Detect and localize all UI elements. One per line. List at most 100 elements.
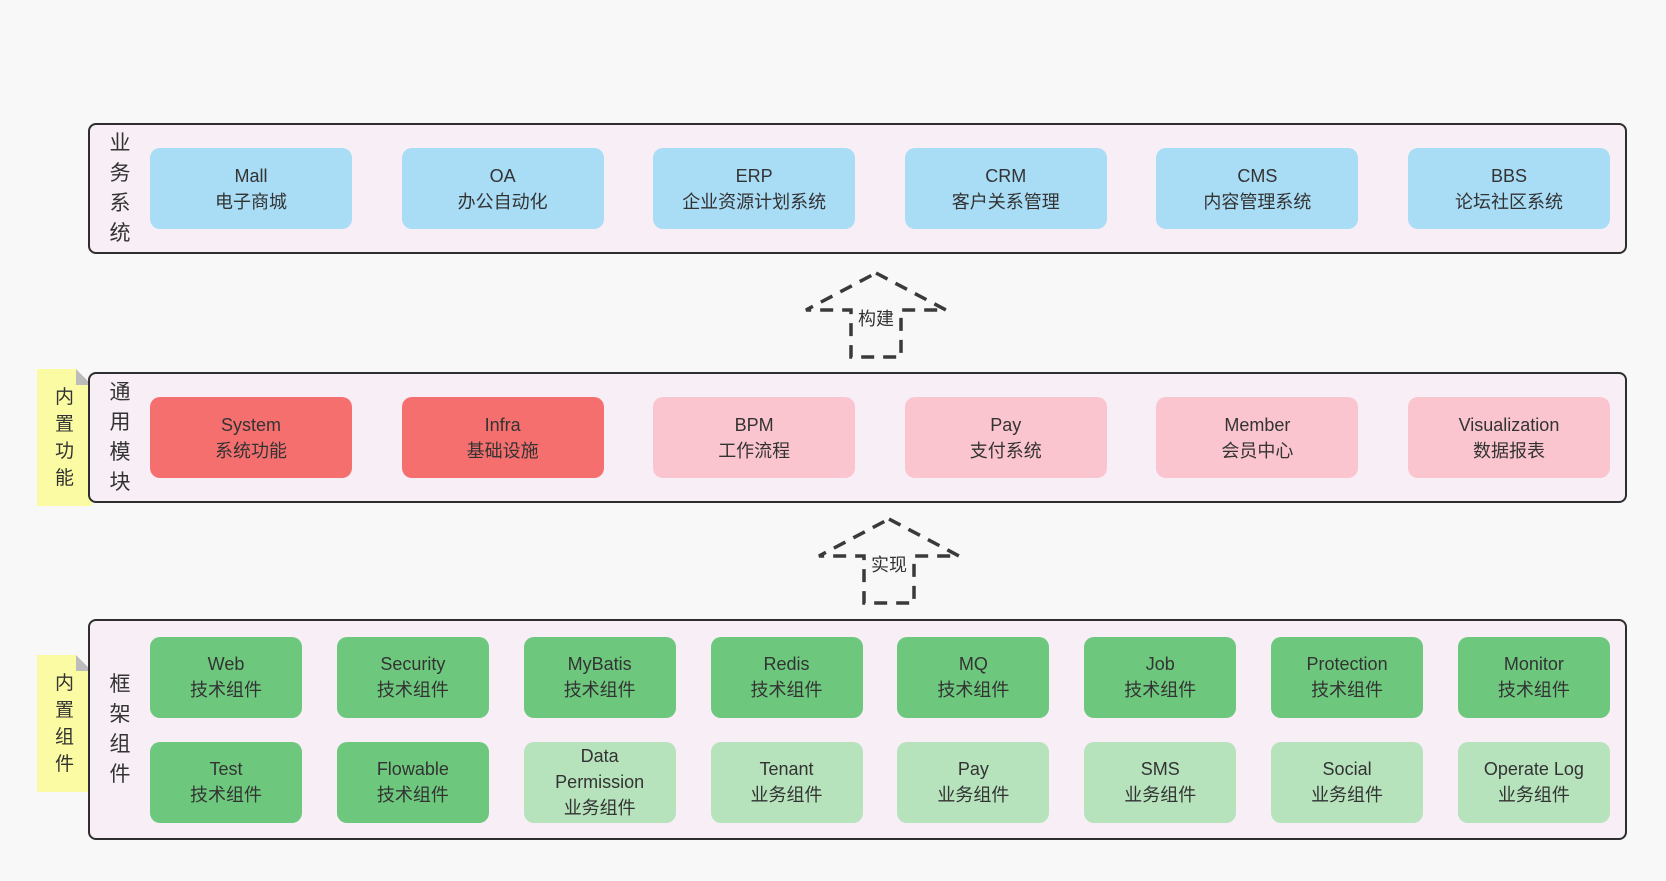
box-subtitle: 技术组件 (750, 680, 823, 700)
business-systems-row: Mall 电子商城 OA 办公自动化 ERP 企业资源计划系统 CRM 客户关系… (150, 148, 1610, 229)
box-title: System (220, 414, 281, 435)
arrow-up-implement: 实现 (818, 517, 960, 605)
box-subtitle: 电子商城 (215, 191, 287, 212)
framework-components-row-1: Web 技术组件 Security 技术组件 MyBatis 技术组件 Redi… (150, 636, 1610, 718)
box-subtitle: 支付系统 (969, 440, 1042, 461)
section-label: 通用模块 (109, 380, 131, 494)
box-tenant: Tenant 业务组件 (710, 741, 863, 823)
box-crm: CRM 客户关系管理 (904, 148, 1107, 229)
box-subtitle: 系统功能 (215, 440, 287, 461)
box-title: Web (207, 654, 245, 674)
box-title: Tenant (759, 759, 814, 779)
box-title: ERP (735, 165, 773, 186)
arrow-label: 实现 (868, 551, 910, 577)
box-subtitle: 数据报表 (1472, 440, 1545, 461)
box-erp: ERP 企业资源计划系统 (653, 148, 856, 229)
box-title: Social (1322, 759, 1372, 779)
section-label-rail: 框架组件 (90, 621, 150, 838)
box-subtitle: 业务组件 (750, 785, 823, 805)
box-monitor: Monitor 技术组件 (1457, 636, 1610, 718)
box-sms: SMS 业务组件 (1084, 741, 1237, 823)
box-subtitle: 业务组件 (937, 785, 1010, 805)
box-subtitle: 基础设施 (466, 440, 539, 461)
box-mq: MQ 技术组件 (897, 636, 1050, 718)
box-title: BBS (1490, 165, 1527, 186)
framework-components-row-2: Test 技术组件 Flowable 技术组件 Data Permission … (150, 741, 1610, 823)
box-subtitle: 业务组件 (1311, 785, 1384, 805)
sticky-note-label: 内置功能 (54, 386, 74, 489)
box-title: Protection (1306, 654, 1388, 674)
box-title: Infra (484, 414, 521, 435)
box-title: Mall (234, 165, 268, 186)
box-social: Social 业务组件 (1271, 741, 1424, 823)
box-subtitle: 企业资源计划系统 (682, 191, 827, 212)
box-title: SMS (1140, 759, 1180, 779)
box-visualization: Visualization 数据报表 (1407, 397, 1610, 478)
box-title: Data Permission (555, 746, 645, 792)
box-mybatis: MyBatis 技术组件 (523, 636, 676, 718)
box-data-permission: Data Permission 业务组件 (523, 741, 676, 823)
box-pay-component: Pay 业务组件 (897, 741, 1050, 823)
box-title: Job (1145, 654, 1175, 674)
box-title: CMS (1237, 165, 1278, 186)
box-test: Test 技术组件 (150, 741, 302, 823)
box-title: MQ (958, 654, 988, 674)
box-title: MyBatis (567, 654, 632, 674)
section-label: 框架组件 (109, 672, 131, 786)
sticky-note-builtin-features: 内置功能 (37, 369, 92, 506)
arrow-up-build: 构建 (805, 271, 947, 359)
box-subtitle: 技术组件 (937, 680, 1010, 700)
box-subtitle: 业务组件 (1497, 785, 1570, 805)
box-title: OA (489, 165, 516, 186)
box-pay-system: Pay 支付系统 (904, 397, 1107, 478)
box-subtitle: 技术组件 (1497, 680, 1570, 700)
box-mall: Mall 电子商城 (150, 148, 352, 229)
section-framework-components: 框架组件 Web 技术组件 Security 技术组件 MyBatis 技术组件… (88, 619, 1627, 840)
box-bpm: BPM 工作流程 (653, 397, 856, 478)
box-title: Operate Log (1483, 759, 1584, 779)
section-label-rail: 业务系统 (90, 125, 150, 252)
box-bbs: BBS 论坛社区系统 (1407, 148, 1610, 229)
section-label-rail: 通用模块 (90, 374, 150, 501)
box-title: Pay (990, 414, 1022, 435)
box-flowable: Flowable 技术组件 (336, 741, 489, 823)
arrow-label: 构建 (855, 305, 897, 331)
box-operate-log: Operate Log 业务组件 (1457, 741, 1610, 823)
box-title: Visualization (1458, 414, 1560, 435)
box-subtitle: 会员中心 (1221, 440, 1294, 461)
section-business-systems: 业务系统 Mall 电子商城 OA 办公自动化 ERP 企业资源计划系统 CRM… (88, 123, 1627, 254)
box-subtitle: 内容管理系统 (1203, 191, 1312, 212)
box-security: Security 技术组件 (336, 636, 489, 718)
box-redis: Redis 技术组件 (710, 636, 863, 718)
box-cms: CMS 内容管理系统 (1156, 148, 1359, 229)
box-subtitle: 技术组件 (1311, 680, 1384, 700)
box-system: System 系统功能 (150, 397, 352, 478)
box-subtitle: 技术组件 (190, 680, 262, 700)
box-subtitle: 论坛社区系统 (1454, 191, 1563, 212)
box-title: Security (380, 654, 446, 674)
box-subtitle: 技术组件 (563, 680, 636, 700)
box-subtitle: 技术组件 (376, 785, 449, 805)
box-title: CRM (985, 165, 1027, 186)
section-common-modules: 通用模块 System 系统功能 Infra 基础设施 BPM 工作流程 Pay… (88, 372, 1627, 503)
box-web: Web 技术组件 (150, 636, 302, 718)
box-title: Test (209, 759, 243, 779)
common-modules-row: System 系统功能 Infra 基础设施 BPM 工作流程 Pay 支付系统… (150, 397, 1610, 478)
box-subtitle: 业务组件 (1124, 785, 1197, 805)
box-subtitle: 技术组件 (1124, 680, 1197, 700)
box-title: Monitor (1503, 654, 1564, 674)
sticky-note-label: 内置组件 (54, 672, 74, 775)
box-title: Flowable (376, 759, 449, 779)
box-title: Redis (763, 654, 810, 674)
box-oa: OA 办公自动化 (401, 148, 604, 229)
box-subtitle: 业务组件 (563, 798, 636, 818)
box-title: BPM (734, 414, 774, 435)
box-title: Member (1224, 414, 1291, 435)
box-title: Pay (957, 759, 989, 779)
box-subtitle: 工作流程 (718, 440, 791, 461)
box-protection: Protection 技术组件 (1271, 636, 1424, 718)
section-label: 业务系统 (109, 131, 131, 245)
box-subtitle: 客户关系管理 (951, 191, 1060, 212)
box-subtitle: 办公自动化 (457, 191, 548, 212)
box-job: Job 技术组件 (1084, 636, 1237, 718)
